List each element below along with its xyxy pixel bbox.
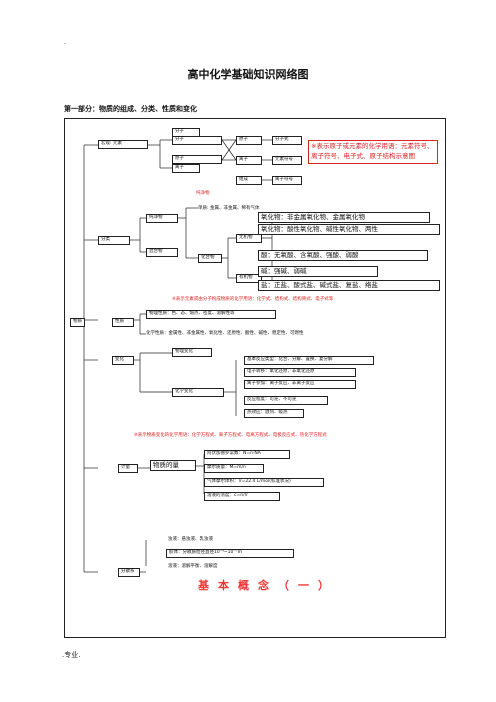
node-inorganic: 无机物	[236, 234, 262, 243]
node-classify: 分类	[98, 236, 130, 245]
node-amount: 物质的量	[150, 460, 196, 472]
node-quantity-1: 阿伏加德罗常数：N=n·NA	[204, 450, 290, 459]
node-micro-b: 原子	[236, 136, 262, 145]
node-dispersion-2: 胶体：分散质粒径直径10⁻⁹~10⁻⁷m	[166, 549, 294, 558]
node-composition-label: 组成	[236, 176, 262, 185]
note-pure-label: 纯净物	[196, 191, 210, 196]
node-change-4: 反应程度：可逆、不可逆	[244, 396, 328, 405]
header-mark: -	[64, 40, 67, 47]
note-symbols: ※表示原子或元素的化学用语：元素符号、离子符号、电子式、原子结构示意图	[308, 140, 438, 164]
node-formula-a: 分子式	[272, 136, 302, 145]
node-ion: 离子	[172, 164, 200, 173]
node-mol: 分子	[172, 136, 222, 145]
node-property: 性质	[112, 318, 134, 327]
note-formula: ※表示元素或由分子构成物质的化学用语：化学式、结构式、结构简式、电子式等	[172, 297, 334, 302]
node-pure: 纯净物	[146, 214, 178, 223]
node-mixture: 混合物	[146, 248, 178, 257]
node-atom: 原子	[172, 155, 222, 164]
node-salt: 盐：正盐、酸式盐、碱式盐、复盐、络盐	[258, 280, 440, 292]
node-chemical: 化学性质：金属性、非金属性、氧化性、还原性、酸性、碱性、稳定性、可燃性	[146, 331, 304, 336]
node-oxide-1: 氧化物：非金属氧化物、金属氧化物	[258, 212, 430, 224]
banner-basic-concepts: 基本概念（一）	[198, 579, 338, 592]
section-heading: 第一部分：物质的组成、分类、性质和变化	[64, 105, 197, 113]
node-dispersion-3: 溶液：溶解平衡、溶解度	[168, 564, 218, 569]
node-change-1: 基本反应类型：化合、分解、置换、复分解	[244, 356, 374, 365]
node-change-2: 电子转移：氧化还原、非氧化还原	[244, 368, 356, 377]
node-physical: 物理性质：色、态、熔点、密度、溶解性等	[146, 310, 276, 319]
node-change-3: 离子参加：离子反应、非离子反应	[244, 380, 356, 389]
node-single: 单质: 金属、非金属、稀有气体	[198, 206, 260, 211]
node-change-5: 热效应：放热、吸热	[244, 409, 304, 418]
footer-mark: .专业.	[62, 651, 81, 659]
node-quantity: 计量	[118, 464, 138, 473]
node-base: 碱：强碱、弱碱	[258, 266, 378, 278]
node-change: 变化	[112, 356, 134, 365]
node-formula-b: 元素符号	[272, 156, 302, 165]
node-quantity-4: 溶液的浓度：c=n/V	[204, 492, 280, 501]
node-root: 物质	[70, 318, 85, 327]
node-acid: 酸：无氧酸、含氧酸、强酸、弱酸	[258, 250, 428, 262]
node-formula-c: 离子符号	[272, 176, 302, 185]
node-quantity-2: 摩尔质量：M=m/n	[204, 464, 264, 473]
node-organic: 有机物	[236, 274, 262, 283]
node-composition: 宏观: 元素	[98, 140, 148, 149]
node-dispersion-1: 浊液：悬浊液、乳浊液	[168, 537, 213, 542]
page-title: 高中化学基础知识网络图	[187, 68, 309, 81]
node-dispersion: 分散系	[118, 568, 140, 577]
node-micro-c: 离子	[236, 156, 262, 165]
note-change: ※表示物质变化的化学用语：化学方程式、离子方程式、电离方程式、电极反应式、热化学…	[134, 433, 327, 438]
node-compound: 化合物	[198, 254, 222, 263]
concept-map-frame	[64, 118, 446, 638]
node-phys-change: 物理变化	[172, 348, 212, 357]
node-quantity-3: 气体摩尔体积：V=22.4 L/mol(标准状况)	[204, 478, 324, 487]
node-oxide-2: 氧化物：酸性氧化物、碱性氧化物、两性	[258, 224, 440, 236]
node-chem-change: 化学变化	[172, 388, 224, 397]
